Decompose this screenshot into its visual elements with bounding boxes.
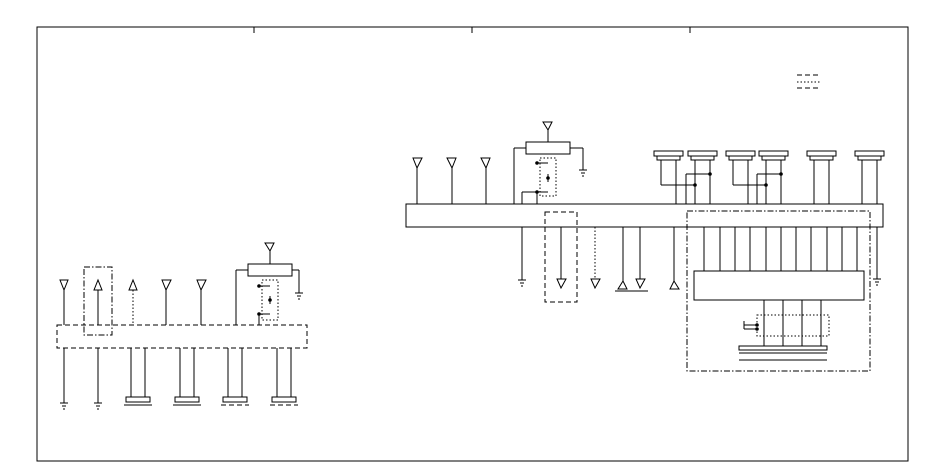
up-triangle-icon: [669, 279, 680, 290]
connector-plug: [854, 150, 885, 157]
connector-plug: [174, 396, 200, 403]
down-triangle-icon: [161, 279, 172, 292]
left-bus-module: [56, 324, 308, 349]
left-bottom-outputs: [60, 348, 298, 410]
right-relay-block: [513, 121, 587, 204]
main-bus-module: [405, 203, 884, 228]
left-subcircuit: [56, 242, 308, 410]
connector-plug: [758, 150, 789, 157]
module-enclosure: [686, 210, 871, 372]
left-relay-block: [235, 242, 303, 325]
left-signal-connectors: [59, 278, 207, 325]
controller-unit: [693, 270, 865, 301]
connector-plug: [271, 396, 297, 403]
right-dashed-enclosure: [544, 211, 578, 303]
connector-plug: [125, 396, 151, 403]
right-bottom-outputs: [518, 227, 680, 292]
right-top-plugs: [653, 150, 885, 204]
right-control-module: [686, 210, 881, 372]
down-triangle-icon: [480, 157, 491, 170]
antenna-triangle-icon: [264, 242, 275, 253]
right-signal-connectors: [412, 157, 491, 204]
up-triangle-icon: [128, 278, 138, 291]
antenna-triangle-icon: [542, 121, 553, 132]
right-subcircuit: [405, 121, 885, 372]
down-triangle-icon: [635, 278, 646, 290]
connector-plug: [222, 396, 248, 403]
connector-plug: [687, 150, 718, 157]
down-triangle-icon: [196, 279, 207, 292]
relay-coil: [247, 263, 293, 277]
drawing-frame: [36, 26, 909, 462]
connector-plug: [738, 345, 828, 351]
left-enclosure: [83, 266, 113, 336]
connector-plug: [725, 150, 756, 157]
down-triangle-icon: [446, 157, 457, 170]
connector-plug: [806, 150, 837, 157]
connector-plug: [653, 150, 684, 157]
down-triangle-icon: [590, 278, 601, 290]
up-triangle-icon: [93, 278, 103, 291]
down-triangle-icon: [556, 278, 567, 290]
sub-assembly: [756, 314, 830, 337]
legend-mark: [797, 74, 820, 89]
down-triangle-icon: [412, 157, 423, 170]
relay-coil: [525, 141, 571, 155]
down-triangle-icon: [59, 279, 69, 292]
up-triangle-icon: [617, 279, 628, 290]
